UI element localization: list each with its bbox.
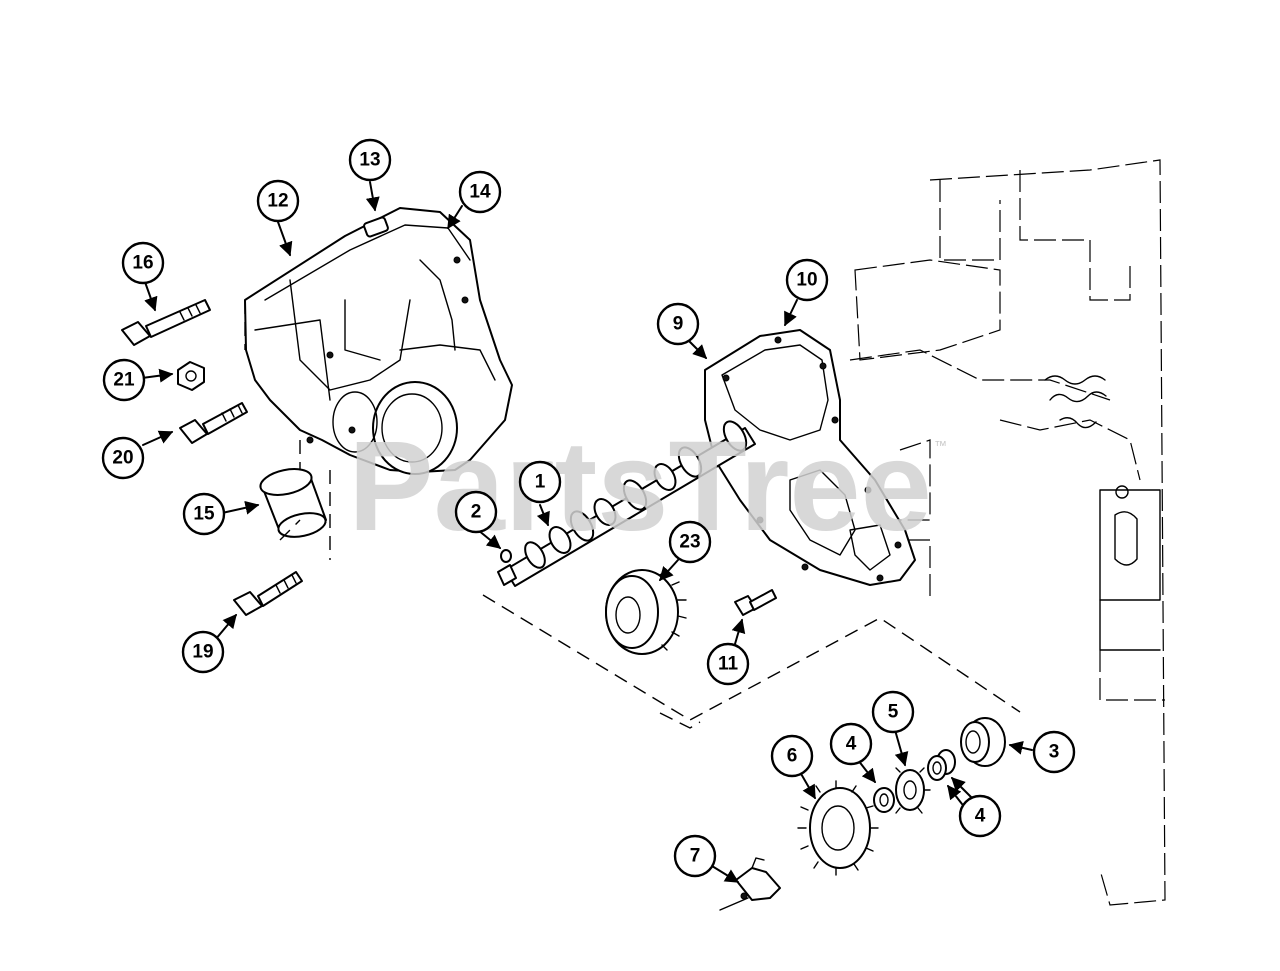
callout-23: 23 bbox=[668, 520, 712, 564]
callout-10: 10 bbox=[785, 258, 829, 302]
callout-13: 13 bbox=[348, 138, 392, 182]
callout-4-right: 4 bbox=[958, 794, 1002, 838]
watermark-text: PartsTree bbox=[348, 415, 932, 558]
svg-text:1: 1 bbox=[535, 472, 546, 493]
callout-3: 3 bbox=[1032, 730, 1076, 774]
callout-5: 5 bbox=[871, 690, 915, 734]
svg-text:11: 11 bbox=[718, 654, 739, 675]
callout-11: 11 bbox=[706, 642, 750, 686]
svg-text:12: 12 bbox=[267, 191, 288, 212]
bolt-20 bbox=[179, 402, 248, 444]
callout-14: 14 bbox=[458, 170, 502, 214]
callout-6: 6 bbox=[770, 734, 814, 778]
nut-21 bbox=[177, 361, 205, 391]
gear-6 bbox=[797, 780, 879, 876]
svg-text:9: 9 bbox=[673, 314, 684, 335]
timing-cover bbox=[244, 207, 513, 560]
assembly-dashed-lines bbox=[279, 519, 1021, 729]
seal-15 bbox=[259, 468, 327, 538]
callout-20: 20 bbox=[101, 436, 145, 480]
callout-21: 21 bbox=[102, 358, 146, 402]
bolt-19 bbox=[233, 571, 303, 616]
svg-text:15: 15 bbox=[193, 504, 215, 525]
camshaft bbox=[497, 420, 756, 587]
callout-9: 9 bbox=[656, 302, 700, 346]
callout-4-left: 4 bbox=[829, 722, 873, 766]
svg-text:2: 2 bbox=[471, 502, 482, 523]
spacer-4-left bbox=[873, 787, 895, 813]
svg-text:4: 4 bbox=[975, 806, 986, 827]
callout-1: 1 bbox=[518, 460, 562, 504]
o-ring bbox=[500, 549, 512, 563]
callout-2: 2 bbox=[454, 490, 498, 534]
callout-16: 16 bbox=[121, 241, 165, 285]
svg-text:6: 6 bbox=[787, 746, 798, 767]
svg-text:7: 7 bbox=[690, 846, 701, 867]
sprocket-5 bbox=[895, 767, 931, 814]
bearing-3 bbox=[960, 717, 1006, 767]
cam-gear bbox=[605, 569, 687, 655]
callout-leaders bbox=[141, 181, 1033, 883]
svg-text:3: 3 bbox=[1049, 742, 1060, 763]
svg-text:10: 10 bbox=[796, 270, 817, 291]
svg-text:19: 19 bbox=[192, 642, 213, 663]
callout-15: 15 bbox=[182, 492, 226, 536]
svg-text:13: 13 bbox=[359, 150, 380, 171]
spacer-4-right bbox=[927, 749, 956, 781]
svg-text:20: 20 bbox=[112, 448, 133, 469]
cap-screw-11 bbox=[734, 589, 777, 616]
bolt-16 bbox=[121, 299, 211, 346]
svg-text:21: 21 bbox=[113, 370, 135, 391]
svg-text:5: 5 bbox=[888, 702, 899, 723]
gasket-plate bbox=[704, 329, 916, 586]
watermark: PartsTree ™ bbox=[348, 415, 947, 558]
callout-19: 19 bbox=[181, 630, 225, 674]
svg-text:16: 16 bbox=[132, 253, 153, 274]
svg-text:14: 14 bbox=[469, 182, 491, 203]
callout-7: 7 bbox=[673, 834, 717, 878]
bracket-7 bbox=[719, 857, 781, 911]
svg-text:4: 4 bbox=[846, 734, 857, 755]
svg-text:23: 23 bbox=[679, 532, 700, 553]
callout-12: 12 bbox=[256, 179, 300, 223]
watermark-trademark: ™ bbox=[934, 438, 947, 453]
